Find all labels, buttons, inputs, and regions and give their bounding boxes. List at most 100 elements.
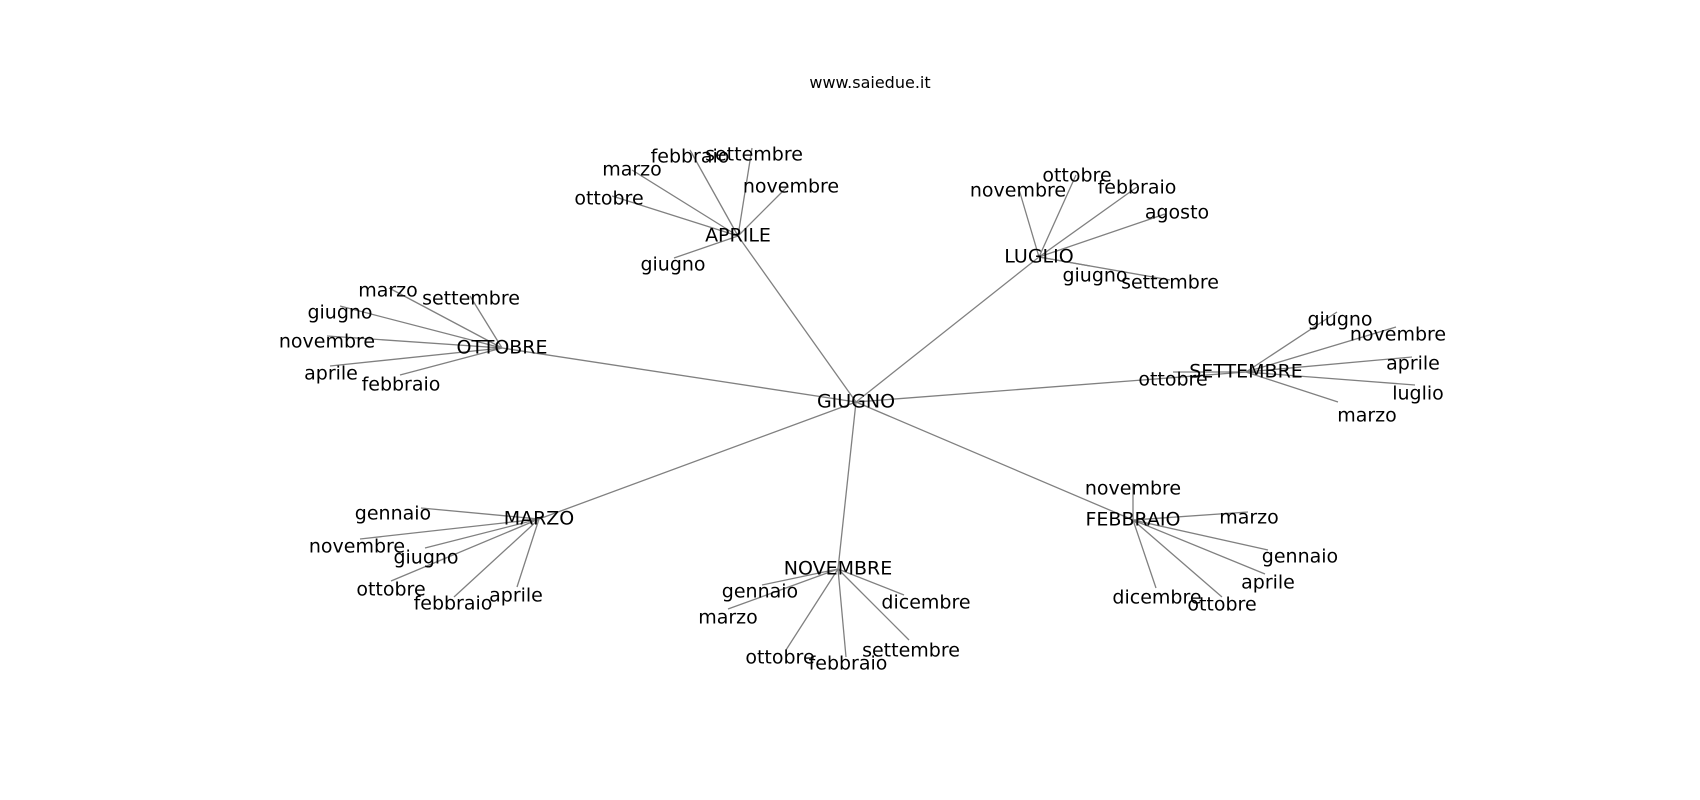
node-leaf-ottobre-febbraio: febbraio [362,374,441,396]
edge-luglio-agosto [1038,213,1166,258]
edge-aprile-giugno [673,235,739,259]
node-leaf-aprile-marzo: marzo [602,159,662,181]
edge-novembre-ottobre [785,568,839,651]
edge-marzo-ottobre [390,518,540,582]
node-leaf-aprile-giugno: giugno [640,254,705,276]
node-leaf-aprile-settembre: settembre [705,144,803,166]
edge-novembre-gennaio [761,568,839,586]
node-leaf-marzo-febbraio: febbraio [414,593,493,615]
node-leaf-luglio-novembre: novembre [970,180,1066,202]
edge-novembre-settembre [837,568,910,641]
node-leaf-febbraio-marzo: marzo [1219,507,1279,529]
node-leaf-marzo-aprile: aprile [489,585,543,607]
edge-ottobre-giugno [339,305,503,349]
node-leaf-ottobre-marzo: marzo [358,280,418,302]
node-leaf-ottobre-settembre: settembre [422,288,520,310]
node-hub-aprile: APRILE [705,225,771,247]
node-leaf-luglio-ottobre: ottobre [1042,165,1111,187]
node-leaf-luglio-giugno: giugno [1062,265,1127,287]
edge-giugno-aprile [737,235,857,403]
node-leaf-febbraio-aprile: aprile [1241,572,1295,594]
edge-ottobre-aprile [329,347,503,367]
edge-giugno-settembre [855,371,1247,403]
edge-febbraio-dicembre [1132,519,1157,589]
node-leaf-marzo-ottobre: ottobre [356,579,425,601]
node-leaf-settembre-luglio: luglio [1392,383,1444,405]
edge-aprile-settembre [737,147,753,237]
edge-aprile-marzo [631,169,739,237]
edge-febbraio-marzo [1132,511,1249,521]
node-hub-ottobre: OTTOBRE [456,337,547,359]
node-leaf-luglio-settembre: settembre [1121,272,1219,294]
node-leaf-febbraio-gennaio: gennaio [1262,546,1338,568]
edge-luglio-ottobre [1038,174,1077,258]
node-leaf-febbraio-dicembre: dicembre [1112,587,1201,609]
node-hub-settembre: SETTEMBRE [1189,361,1303,383]
node-leaf-ottobre-novembre: novembre [279,331,375,353]
node-leaf-novembre-dicembre: dicembre [881,592,970,614]
node-leaf-ottobre-giugno: giugno [307,302,372,324]
node-hub-luglio: LUGLIO [1004,246,1073,268]
edge-marzo-giugno [424,518,540,549]
edge-settembre-giugno [1245,311,1338,373]
node-leaf-febbraio-ottobre: ottobre [1187,594,1256,616]
node-leaf-marzo-novembre: novembre [309,536,405,558]
node-leaf-novembre-febbraio: febbraio [809,653,888,675]
node-leaf-settembre-aprile: aprile [1386,353,1440,375]
edge-luglio-novembre [1017,185,1040,258]
node-leaf-novembre-settembre: settembre [862,640,960,662]
site-title: www.saiedue.it [809,73,930,92]
graph-labels: GIUGNOAPRILEmarzofebbraiosettembrenovemb… [279,144,1446,675]
node-leaf-settembre-ottobre: ottobre [1138,369,1207,391]
edge-marzo-aprile [516,518,540,588]
edge-giugno-febbraio [855,401,1134,521]
edge-aprile-ottobre [611,195,739,237]
edge-luglio-settembre [1038,256,1171,281]
node-leaf-luglio-febbraio: febbraio [1098,177,1177,199]
node-leaf-aprile-novembre: novembre [743,176,839,198]
edge-giugno-marzo [538,401,857,520]
edge-luglio-febbraio [1038,186,1138,258]
edge-ottobre-marzo [388,287,503,349]
edge-giugno-novembre [837,401,857,570]
node-hub-marzo: MARZO [504,508,575,530]
edge-giugno-luglio [855,256,1040,403]
edge-febbraio-ottobre [1132,519,1223,598]
edge-settembre-luglio [1245,371,1416,386]
edge-ottobre-settembre [469,295,503,349]
node-hub-novembre: NOVEMBRE [784,558,892,580]
node-leaf-aprile-febbraio: febbraio [651,146,730,168]
edge-marzo-febbraio [453,518,540,598]
node-leaf-marzo-gennaio: gennaio [355,503,431,525]
edge-giugno-ottobre [501,347,857,403]
edge-ottobre-febbraio [399,347,503,376]
node-giugno-center: GIUGNO [817,391,895,413]
edge-aprile-novembre [737,185,789,237]
edge-ottobre-novembre [326,335,503,349]
node-leaf-novembre-gennaio: gennaio [722,581,798,603]
edge-novembre-febbraio [837,568,847,658]
edge-marzo-novembre [359,518,540,540]
node-leaf-luglio-agosto: agosto [1145,202,1209,224]
node-hub-febbraio: FEBBRAIO [1086,509,1181,531]
node-leaf-novembre-ottobre: ottobre [745,647,814,669]
graph-edges [326,147,1416,658]
edge-aprile-febbraio [689,149,739,237]
node-leaf-ottobre-aprile: aprile [304,363,358,385]
node-leaf-marzo-giugno: giugno [393,547,458,569]
edge-febbraio-gennaio [1132,519,1269,551]
edge-settembre-novembre [1245,326,1397,373]
edge-settembre-aprile [1245,356,1413,373]
edge-novembre-marzo [727,568,839,610]
edge-marzo-gennaio [420,507,540,520]
node-leaf-novembre-marzo: marzo [698,607,758,629]
node-leaf-settembre-marzo: marzo [1337,405,1397,427]
node-leaf-febbraio-novembre: novembre [1085,478,1181,500]
edge-novembre-dicembre [837,568,905,596]
edge-settembre-marzo [1245,371,1339,403]
node-leaf-aprile-ottobre: ottobre [574,188,643,210]
node-leaf-settembre-novembre: novembre [1350,324,1446,346]
node-leaf-settembre-giugno: giugno [1307,309,1372,331]
edge-febbraio-aprile [1132,519,1266,575]
